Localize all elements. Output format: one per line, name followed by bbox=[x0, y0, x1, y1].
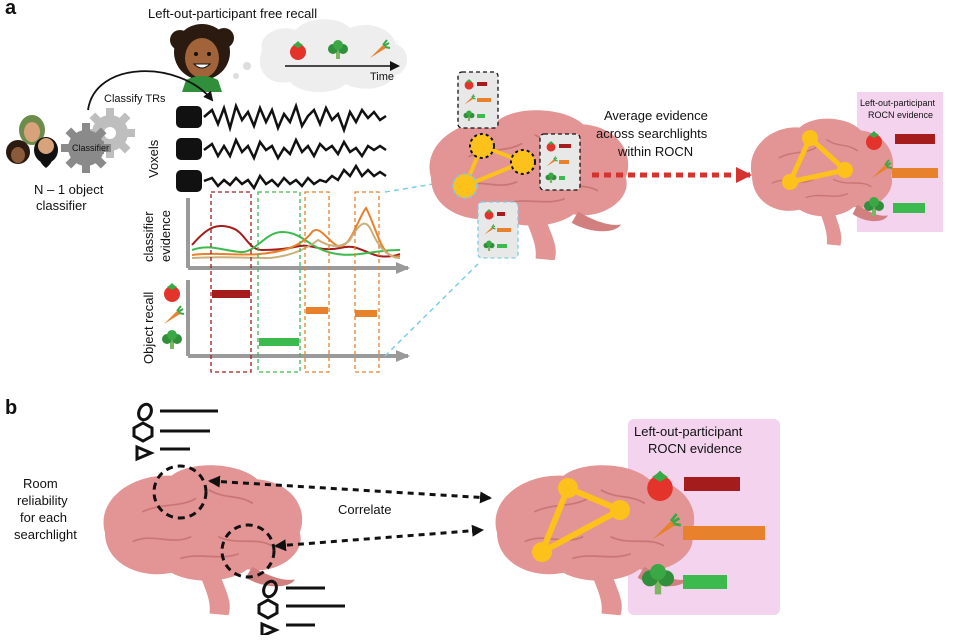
classifier-group: Classifier N – 1 object classifier bbox=[6, 108, 135, 213]
evidence-curves bbox=[191, 206, 401, 260]
result-b-title-line1: Left-out-participant bbox=[634, 424, 743, 439]
recall-bar-tomato bbox=[212, 290, 250, 298]
voxels-label: Voxels bbox=[146, 139, 161, 178]
room-list-top bbox=[132, 402, 218, 462]
time-label: Time bbox=[370, 71, 394, 83]
time-windows bbox=[210, 191, 380, 373]
recall-bar-carrot-2 bbox=[355, 310, 377, 317]
tomato-icon bbox=[164, 283, 180, 302]
reliability-line2: reliability bbox=[17, 493, 68, 508]
result-a-title-line1: Left-out-participant bbox=[860, 98, 936, 108]
reliability-line4: searchlight bbox=[14, 527, 77, 542]
searchlight-evidence-box-bottom bbox=[477, 201, 519, 259]
panel-a-title: Left-out-participant free recall bbox=[148, 6, 317, 21]
room-list-bottom bbox=[257, 579, 345, 639]
result-brain-b bbox=[494, 464, 696, 617]
person-icon bbox=[6, 115, 58, 168]
classifier-caption-line1: N – 1 object bbox=[34, 182, 104, 197]
evidence-label-line1: classifier bbox=[141, 211, 156, 262]
recall-bar-broccoli bbox=[259, 338, 299, 346]
thought-bubble: Time bbox=[233, 19, 408, 93]
average-line3: within ROCN bbox=[617, 144, 693, 159]
result-b-title-line2: ROCN evidence bbox=[648, 441, 742, 456]
searchlight-network bbox=[452, 133, 536, 199]
reliability-line3: for each bbox=[20, 510, 67, 525]
searchlight-evidence-box-top bbox=[457, 71, 499, 129]
correlate-label: Correlate bbox=[338, 502, 391, 517]
gear-label: Classifier bbox=[72, 143, 109, 153]
classify-label: Classify TRs bbox=[104, 93, 166, 105]
classifier-caption-line2: classifier bbox=[36, 198, 87, 213]
voxel-rows: Voxels bbox=[146, 102, 387, 192]
result-bar-carrot bbox=[683, 526, 765, 540]
panel-b-letter: b bbox=[5, 397, 17, 419]
participant-icon bbox=[170, 24, 234, 92]
searchlight-evidence-box-right bbox=[539, 133, 581, 191]
classify-arrow bbox=[87, 70, 214, 111]
gear-icon bbox=[61, 108, 135, 173]
result-brain-a: Left-out-participant ROCN evidence bbox=[750, 92, 943, 247]
brain-b-left bbox=[102, 464, 304, 617]
reliability-line1: Room bbox=[23, 476, 58, 491]
result-bar-broccoli bbox=[683, 575, 727, 589]
average-line1: Average evidence bbox=[604, 108, 708, 123]
recall-label: Object recall bbox=[141, 292, 156, 364]
panel-a-letter: a bbox=[5, 0, 17, 19]
result-a-title-line2: ROCN evidence bbox=[868, 110, 933, 120]
projection-lines bbox=[384, 177, 481, 357]
broccoli-icon bbox=[162, 330, 182, 349]
recall-bar-carrot-1 bbox=[306, 307, 328, 314]
average-line2: across searchlights bbox=[596, 126, 708, 141]
correlate-arrow-top-icon bbox=[208, 475, 492, 504]
evidence-label-line2: evidence bbox=[158, 210, 173, 262]
correlate-arrow-bottom-icon bbox=[274, 524, 484, 552]
result-bar-tomato bbox=[684, 477, 740, 491]
carrot-icon bbox=[163, 305, 185, 325]
